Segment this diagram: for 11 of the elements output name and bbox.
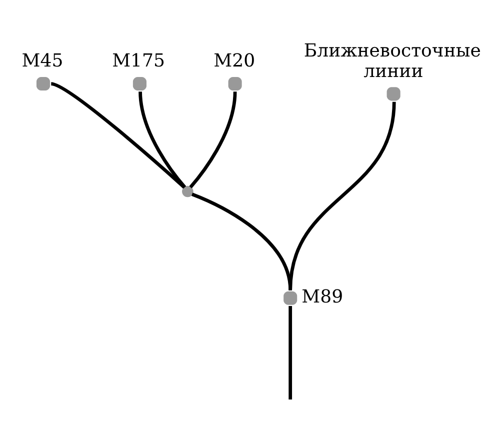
- connector: [50, 82, 186, 189]
- node-label: M89: [302, 286, 344, 308]
- node-label: Ближневосточные линии: [304, 40, 481, 82]
- connector: [138, 92, 186, 188]
- node-label: M20: [214, 50, 256, 72]
- connector: [288, 306, 292, 400]
- node-label: M45: [22, 50, 64, 72]
- connector: [191, 192, 292, 290]
- node-circle: [182, 186, 194, 198]
- connector: [189, 92, 237, 188]
- node-label: M175: [112, 50, 166, 72]
